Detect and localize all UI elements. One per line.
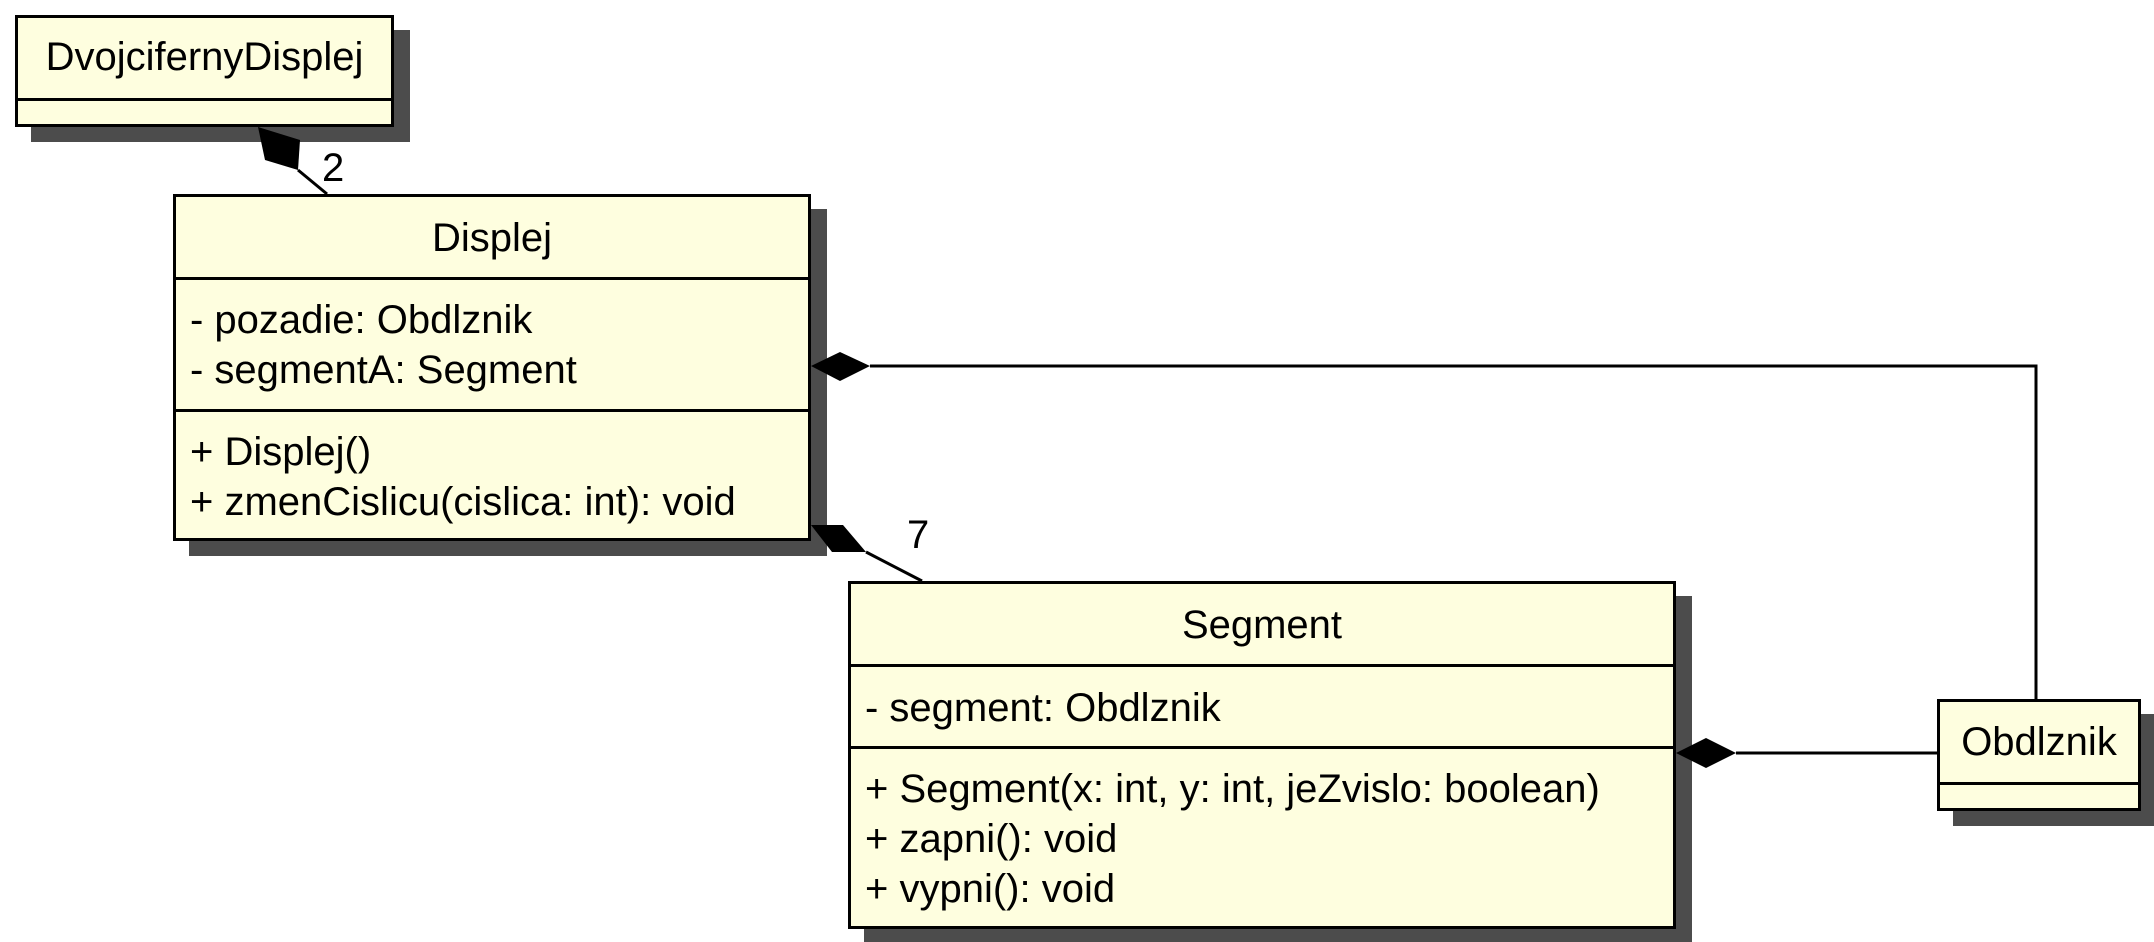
class-displej: Displej - pozadie: Obdlznik - segmentA: … xyxy=(173,194,811,541)
composition-diamond xyxy=(1676,738,1736,768)
class-segment: Segment - segment: Obdlznik + Segment(x:… xyxy=(848,581,1676,929)
composition-displej-segment xyxy=(811,525,923,583)
composition-diamond xyxy=(811,525,866,552)
composition-dvojciferny-displej xyxy=(258,127,328,196)
empty-compartment xyxy=(18,98,391,124)
attribute: - segment: Obdlznik xyxy=(865,686,1221,730)
class-name: Segment xyxy=(1181,603,1343,647)
multiplicity-label: 2 xyxy=(322,146,345,190)
attribute: - pozadie: Obdlznik xyxy=(190,298,533,342)
operations-compartment: + Segment(x: int, y: int, jeZvislo: bool… xyxy=(851,746,1673,928)
composition-segment-obdlznik xyxy=(1676,738,1937,768)
empty-compartment xyxy=(1940,782,2138,808)
operation: + zapni(): void xyxy=(865,817,1118,861)
attributes-compartment: - pozadie: Obdlznik - segmentA: Segment xyxy=(176,277,808,409)
attribute: - segmentA: Segment xyxy=(190,348,577,392)
class-obdlznik: Obdlznik xyxy=(1937,699,2141,811)
class-name: Displej xyxy=(431,216,553,260)
operation: + vypni(): void xyxy=(865,867,1116,911)
class-dvojciferny-displej: DvojcifernyDisplej xyxy=(15,15,394,127)
composition-displej-obdlznik xyxy=(811,352,2038,699)
composition-diamond xyxy=(258,127,300,170)
multiplicity-label: 7 xyxy=(907,513,930,557)
operation: + zmenCislicu(cislica: int): void xyxy=(190,480,736,524)
operations-compartment: + Displej() + zmenCislicu(cislica: int):… xyxy=(176,409,808,541)
class-name: Obdlznik xyxy=(1961,720,2117,764)
attributes-compartment: - segment: Obdlznik xyxy=(851,664,1673,746)
operation: + Displej() xyxy=(190,430,372,474)
class-name: DvojcifernyDisplej xyxy=(45,35,364,79)
operation: + Segment(x: int, y: int, jeZvislo: bool… xyxy=(865,767,1600,811)
composition-diamond xyxy=(811,352,870,381)
